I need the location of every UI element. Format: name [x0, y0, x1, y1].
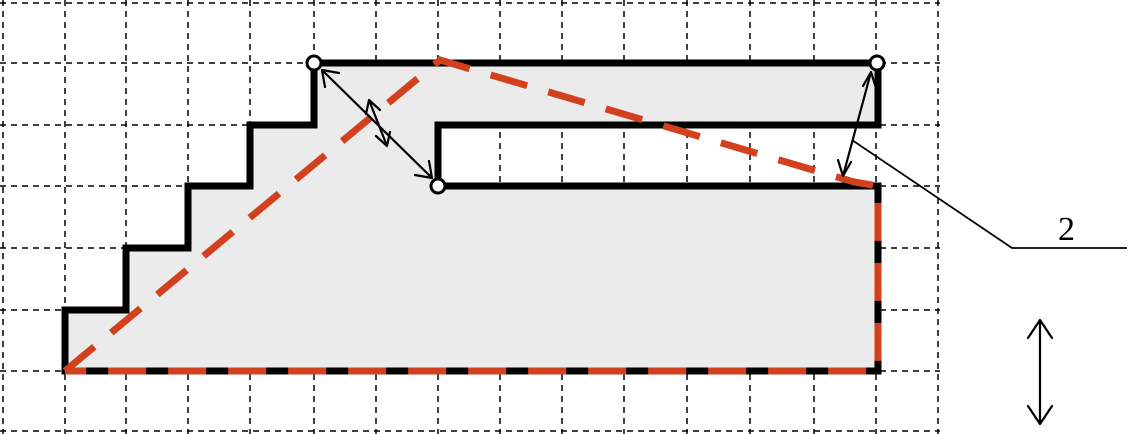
- distance-arrow: [364, 98, 392, 148]
- vertical-double-arrow-icon: [1026, 318, 1054, 426]
- shaded-region: [65, 63, 878, 371]
- distance-arrow: [836, 70, 878, 178]
- callout-label: 2: [1058, 211, 1075, 248]
- vertex-node: [868, 54, 886, 72]
- distance-arrow: [320, 68, 434, 180]
- dashed-boundary: [62, 56, 882, 375]
- callout-leader-line: [851, 139, 1127, 249]
- staircase-outline: [61, 59, 882, 375]
- vertex-node: [305, 54, 323, 72]
- vertex-node: [429, 177, 447, 195]
